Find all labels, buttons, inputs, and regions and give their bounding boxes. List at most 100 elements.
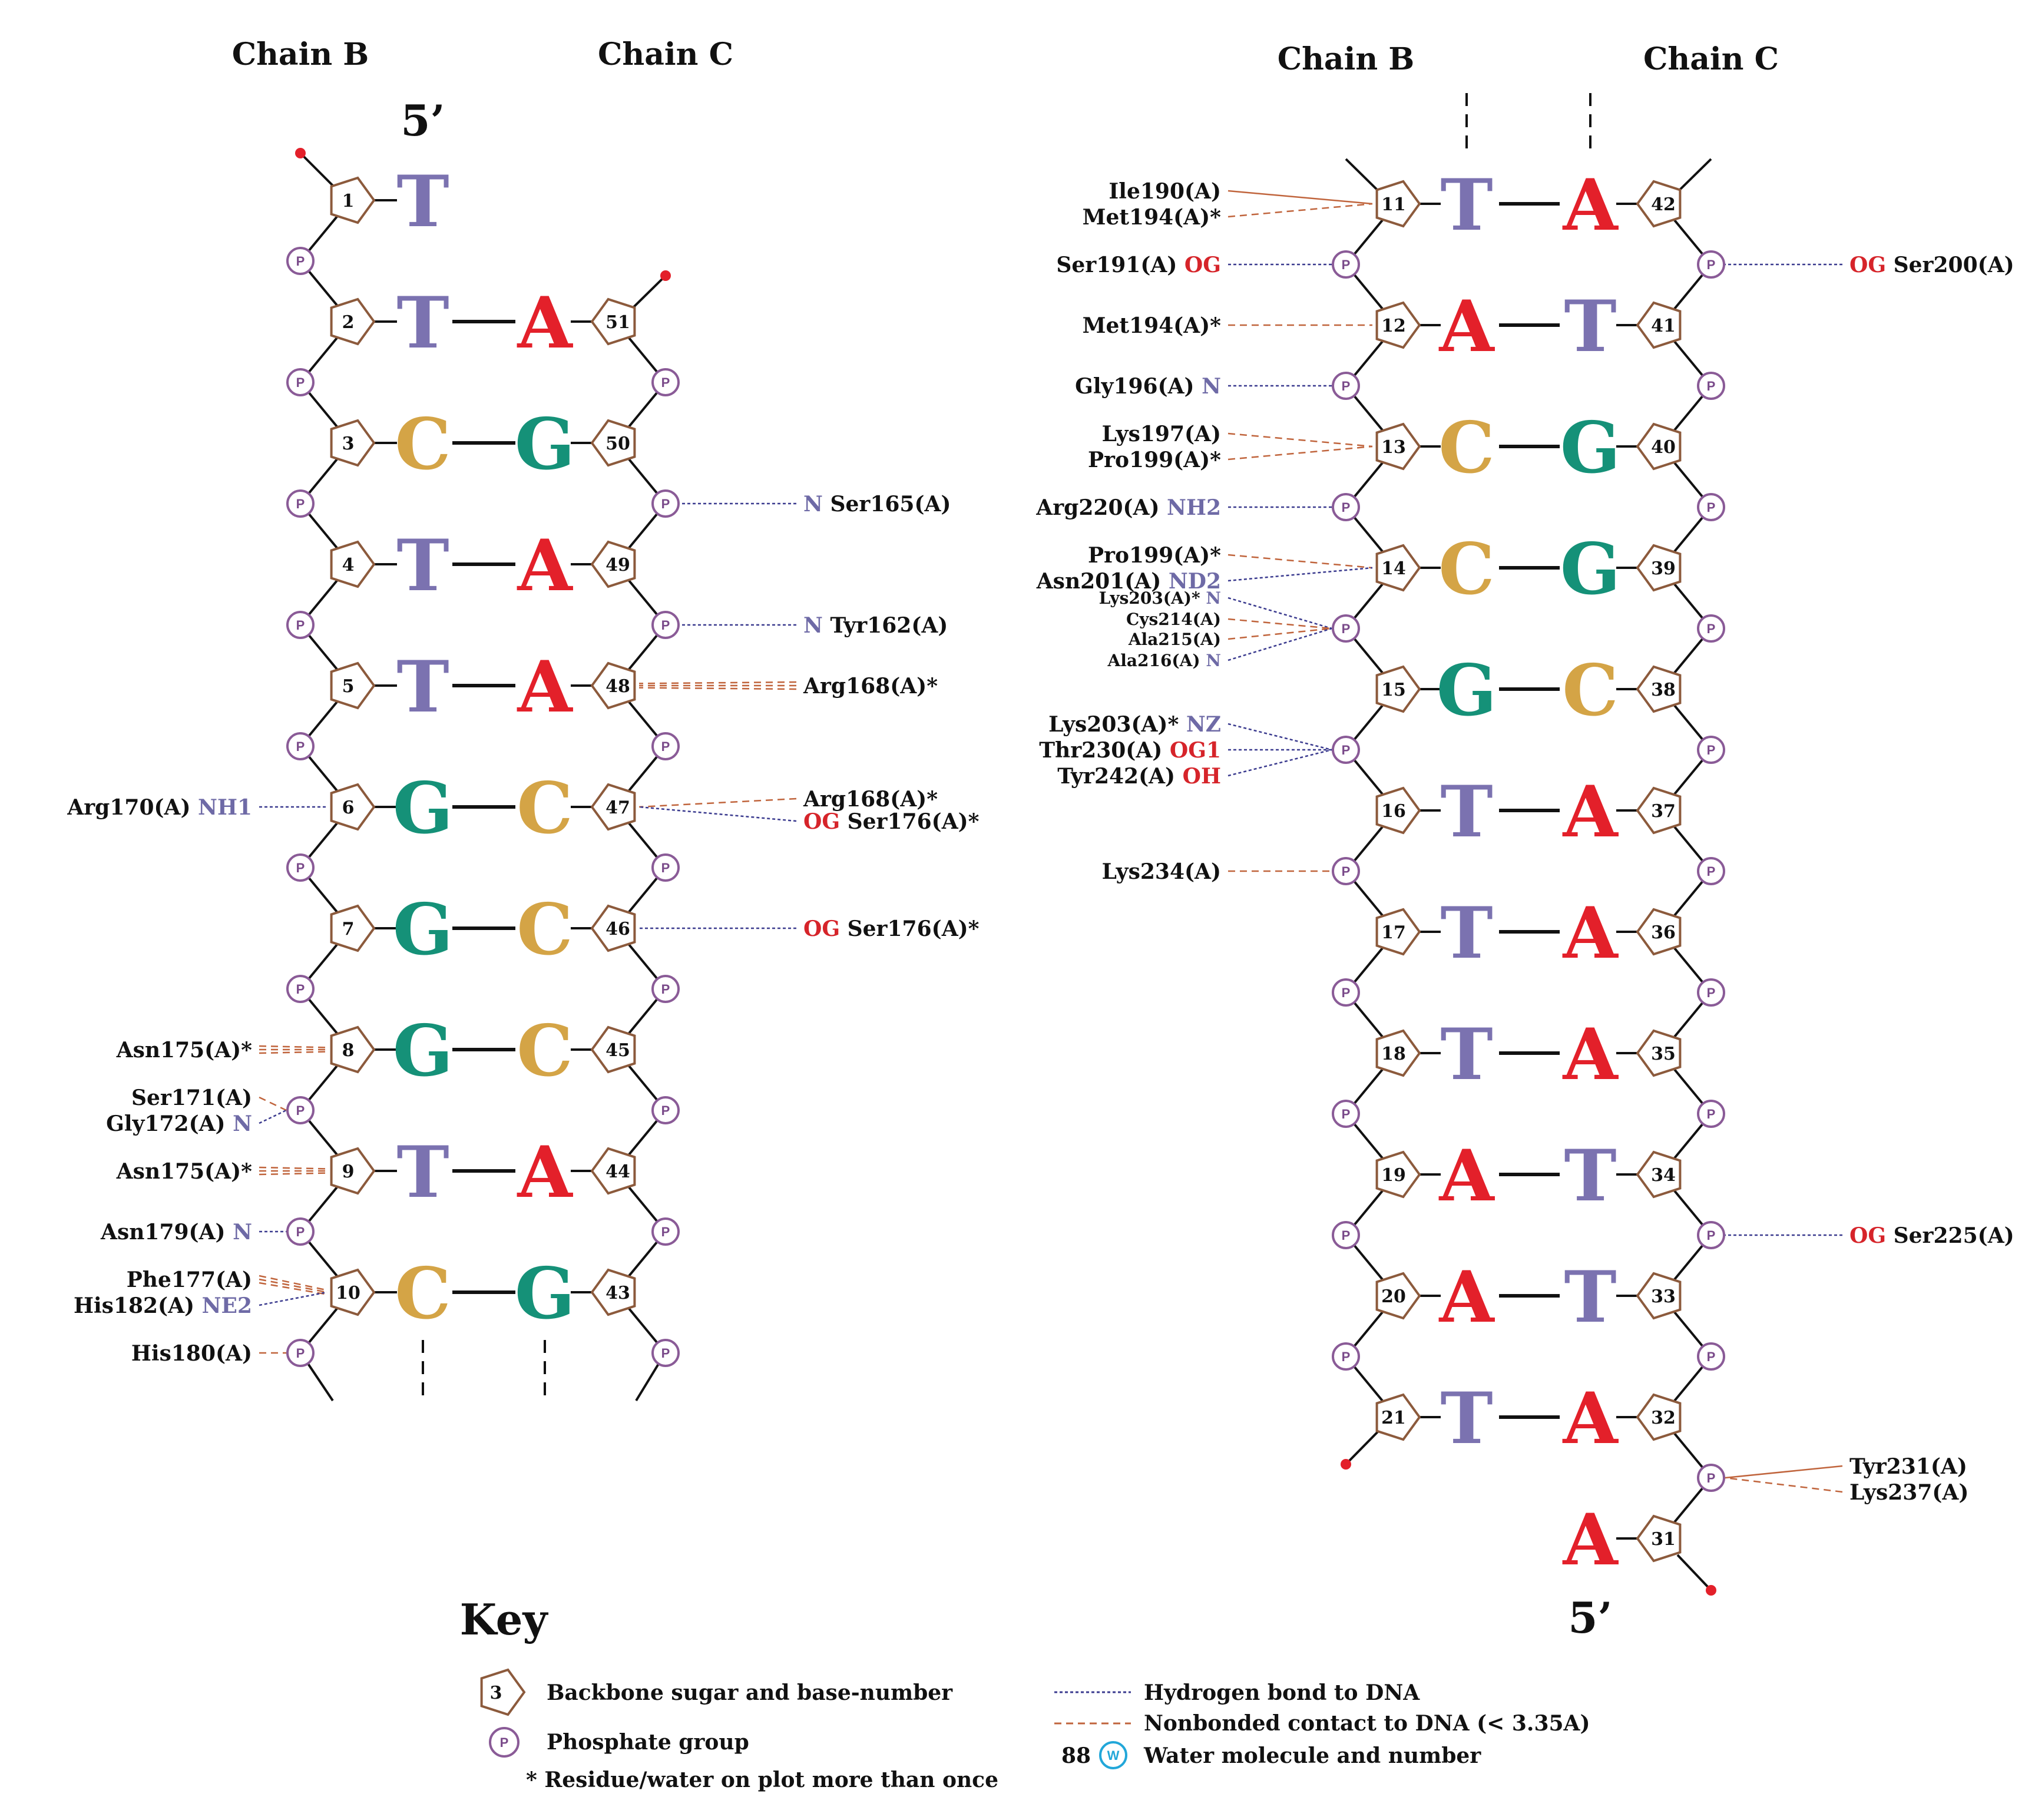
sugar-number: 19 (1381, 1165, 1406, 1186)
left-contacts: N Ser165(A)N Tyr162(A)Arg168(A)*Arg168(A… (67, 492, 979, 1366)
residue-label: Cys214(A) (1126, 610, 1221, 629)
phosphate-label: P (296, 861, 305, 875)
key-phosphate-text: Phosphate group (547, 1730, 749, 1755)
contact-line (259, 1096, 287, 1111)
sugar-icon (330, 540, 376, 588)
phosphate-label: P (1707, 257, 1716, 272)
residue-label: Arg168(A)* (803, 787, 938, 812)
residue-name: Asn201(A) (1036, 569, 1169, 594)
base-c: C (1562, 649, 1619, 732)
base-g: G (393, 1010, 453, 1093)
sugar-icon (590, 783, 636, 831)
phosphate-label: P (661, 739, 670, 754)
phosphate-icon (1332, 493, 1360, 521)
residue-label: Ile190(A) (1109, 179, 1221, 204)
phosphate-label: P (1707, 985, 1716, 1000)
phosphate-label: P (296, 254, 305, 269)
phosphate-icon (286, 368, 315, 396)
base-c: C (1438, 528, 1495, 611)
residue-label: Phe177(A) (127, 1268, 252, 1292)
sugar-number: 32 (1651, 1408, 1676, 1428)
residue-label: N Ser165(A) (803, 492, 951, 517)
contact-line (1227, 203, 1373, 218)
phosphate-label: P (1707, 621, 1716, 636)
backbone-terminal (1345, 1429, 1381, 1465)
sugar-number: 12 (1381, 316, 1406, 336)
sugar-number: 2 (342, 312, 355, 333)
phosphate-icon (651, 1339, 680, 1367)
sugar-number: 38 (1651, 680, 1676, 700)
phosphate-icon (651, 853, 680, 882)
key-phosphate-icon (489, 1727, 520, 1758)
phosphate-label: P (1342, 621, 1351, 636)
sugar-number: 17 (1381, 922, 1406, 943)
residue-label: Lys234(A) (1102, 859, 1221, 884)
contact-line (1227, 618, 1332, 630)
phosphate-label: P (1707, 1349, 1716, 1364)
sugar-number: 44 (605, 1162, 630, 1182)
contact-line (638, 681, 797, 684)
residue-name: Arg170(A) (67, 795, 198, 820)
residue-label: Lys197(A) (1102, 422, 1221, 446)
base-g: G (1437, 649, 1497, 732)
residue-label: Asn175(A)* (116, 1038, 253, 1063)
sugar-icon (1636, 180, 1682, 228)
sugar-icon (1636, 786, 1682, 835)
phosphate-label: P (1707, 1107, 1716, 1121)
base-a: A (1562, 1377, 1619, 1460)
phosphate-label: P (296, 618, 305, 633)
base-a: A (517, 646, 573, 729)
sugar-number: 49 (605, 555, 630, 575)
sugar-icon (590, 661, 636, 710)
residue-name: Ser200(A) (1894, 253, 2014, 277)
atom-name: NE2 (202, 1293, 252, 1318)
phosphate-label: P (1342, 379, 1351, 393)
base-t: T (1440, 770, 1493, 853)
residue-label: Thr230(A) OG1 (1039, 738, 1221, 763)
phosphate-icon (286, 1096, 315, 1124)
sugar-number: 21 (1381, 1408, 1406, 1428)
contact-line (259, 1172, 327, 1176)
phosphate-icon (286, 1217, 315, 1246)
phosphate-label: P (1707, 1228, 1716, 1243)
key-sugar-text: Backbone sugar and base-number (547, 1680, 953, 1705)
base-g: G (393, 888, 453, 971)
contact-line (259, 1291, 327, 1306)
sugar-number: 31 (1651, 1529, 1676, 1550)
phosphate-label: P (1707, 1471, 1716, 1485)
phosphate-label: P (1707, 864, 1716, 879)
residue-label: Arg220(A) NH2 (1035, 495, 1221, 520)
sugar-icon (1636, 1029, 1682, 1077)
contact-line (1227, 723, 1332, 751)
phosphate-icon (1697, 1100, 1725, 1128)
residue-label: Asn175(A)* (116, 1159, 253, 1184)
sugar-icon (1636, 665, 1682, 713)
atom-name: N (803, 613, 830, 638)
phosphate-label: P (1342, 500, 1351, 515)
phosphate-icon (651, 489, 680, 518)
base-a: A (1438, 1256, 1495, 1339)
key-phosphate-symbol: P (500, 1735, 509, 1750)
sugar-icon (330, 1147, 376, 1195)
residue-label: OG Ser176(A)* (803, 809, 980, 834)
base-g: G (1560, 528, 1620, 611)
residue-label: Pro199(A)* (1088, 448, 1221, 472)
base-t: T (1440, 892, 1493, 975)
terminal-dot (1706, 1585, 1716, 1596)
key-star-text: * Residue/water on plot more than once (526, 1768, 998, 1792)
legend-key: Key 3 Backbone sugar and base-number P P… (460, 1594, 1590, 1792)
contact-line (1725, 1465, 1843, 1479)
atom-name: N (1202, 374, 1221, 399)
contact-line (259, 1166, 327, 1170)
sugar-number: 11 (1381, 194, 1406, 215)
sugar-icon (1636, 1272, 1682, 1320)
sugar-icon (1375, 1272, 1421, 1320)
key-sugar-icon (480, 1668, 526, 1716)
residue-label: Asn179(A) N (100, 1220, 252, 1245)
phosphate-icon (651, 1217, 680, 1246)
contact-line (638, 687, 797, 690)
key-water-icon (1099, 1741, 1127, 1769)
phosphate-icon (1332, 372, 1360, 400)
phosphate-icon (1332, 1100, 1360, 1128)
